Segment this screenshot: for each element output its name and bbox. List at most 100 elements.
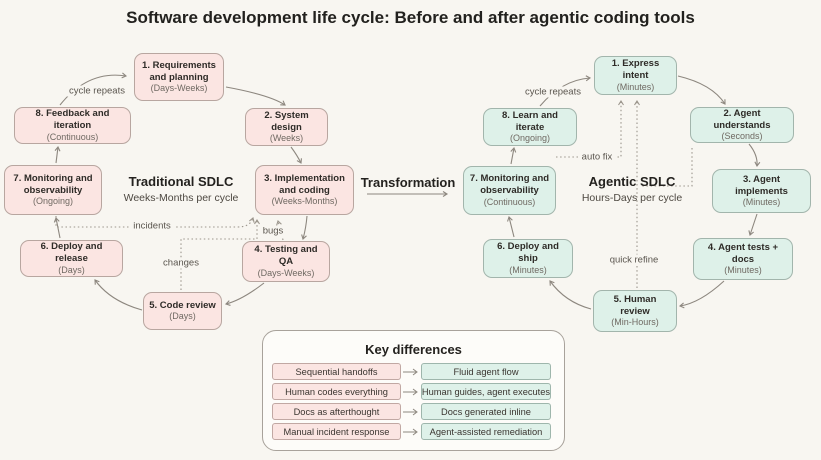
arrow-trad-3-to-4	[301, 215, 308, 241]
cycle-name: Agentic SDLC	[588, 174, 676, 189]
label-cycle-repeats-traditional: cycle repeats	[66, 85, 128, 97]
node-trad-testing: 4. Testing and QA (Days-Weeks)	[242, 241, 330, 282]
key-differences-title: Key differences	[365, 342, 462, 357]
step-title: 5. Human review	[613, 293, 657, 317]
page-title: Software development life cycle: Before …	[126, 8, 695, 27]
after-chip: Fluid agent flow	[421, 363, 551, 380]
step-title: 3. Agent implements	[735, 173, 788, 197]
node-trad-code-review: 5. Code review (Days)	[143, 292, 222, 330]
arrow-trad-2-to-3	[290, 146, 302, 164]
step-duration: (Minutes)	[616, 81, 655, 92]
node-trad-deploy: 6. Deploy and release (Days)	[20, 240, 123, 277]
arrow-trad-1-to-2	[225, 86, 286, 106]
step-duration: (Ongoing)	[509, 133, 551, 144]
cycle-name: Traditional SDLC	[128, 174, 234, 189]
step-duration: (Minutes)	[724, 265, 762, 276]
key-difference-row: Docs as afterthought Docs generated inli…	[272, 403, 551, 420]
arrow-trad-5-to-6	[94, 279, 143, 311]
step-title: 1. Express intent	[611, 58, 660, 82]
step-title: 1. Requirements and planning	[142, 59, 216, 83]
arrow-agent-5-to-6	[549, 280, 592, 310]
arrow-trad-6-to-7	[53, 216, 61, 239]
step-duration: (Days-Weeks)	[257, 267, 315, 278]
arrow-right-icon	[401, 387, 421, 397]
node-agent-express-intent: 1. Express intent (Minutes)	[594, 56, 677, 95]
after-chip: Agent-assisted remediation	[421, 423, 551, 440]
arrow-agent-1-to-2	[677, 75, 726, 105]
after-chip: Human guides, agent executes	[421, 383, 551, 400]
transformation-label: Transformation	[360, 175, 456, 190]
arrow-agent-8-to-1	[539, 75, 592, 107]
key-difference-row: Sequential handoffs Fluid agent flow	[272, 363, 551, 380]
node-agent-tests-docs: 4. Agent tests + docs (Minutes)	[693, 238, 793, 280]
cycle-cadence: Weeks-Months per cycle	[123, 192, 239, 204]
arrow-agent-3-to-4	[748, 213, 758, 236]
step-duration: (Days)	[58, 264, 85, 275]
node-agent-human-review: 5. Human review (Min-Hours)	[593, 290, 677, 332]
node-agent-implements: 3. Agent implements (Minutes)	[712, 169, 811, 213]
step-duration: (Minutes)	[742, 197, 781, 208]
arrow-trad-4-to-5	[224, 282, 265, 306]
key-difference-row: Manual incident response Agent-assisted …	[272, 423, 551, 440]
step-title: 2. Agent understands	[713, 107, 771, 131]
traditional-sdlc-label: Traditional SDLC Weeks-Months per cycle	[101, 174, 261, 204]
step-title: 6. Deploy and release	[40, 241, 103, 265]
agentic-sdlc-label: Agentic SDLC Hours-Days per cycle	[552, 174, 712, 204]
arrow-agent-4-to-5	[678, 280, 725, 309]
step-duration: (Ongoing)	[32, 196, 74, 207]
dotted-auto-fix-loop	[556, 99, 624, 158]
label-bugs: bugs	[259, 225, 287, 237]
step-title: 3. Implementation and coding	[264, 172, 345, 196]
before-chip: Docs as afterthought	[272, 403, 401, 420]
arrow-right-icon	[401, 367, 421, 377]
step-title: 4. Agent tests + docs	[707, 241, 779, 265]
step-title: 6. Deploy and ship	[497, 241, 559, 265]
key-difference-row: Human codes everything Human guides, age…	[272, 383, 551, 400]
step-duration: (Min-Hours)	[611, 317, 659, 328]
label-auto-fix: auto fix	[578, 151, 616, 163]
label-changes: changes	[160, 257, 202, 269]
step-title: 8. Learn and iterate	[502, 109, 558, 133]
before-chip: Human codes everything	[272, 383, 401, 400]
arrow-right-icon	[401, 427, 421, 437]
node-trad-system-design: 2. System design (Weeks)	[245, 108, 328, 146]
step-title: 4. Testing and QA	[254, 244, 318, 268]
node-agent-understands: 2. Agent understands (Seconds)	[690, 107, 794, 143]
step-duration: (Days-Weeks)	[150, 83, 208, 94]
key-differences-rows: Sequential handoffs Fluid agent flow Hum…	[272, 363, 551, 443]
cycle-cadence: Hours-Days per cycle	[581, 192, 683, 204]
step-title: 7. Monitoring and observability	[469, 173, 550, 197]
arrow-agent-7-to-8	[510, 146, 517, 165]
dotted-agent-side-loop	[641, 148, 693, 187]
node-trad-monitoring: 7. Monitoring and observability (Ongoing…	[4, 165, 102, 215]
label-quick-refine: quick refine	[606, 254, 662, 266]
label-incidents: incidents	[130, 220, 174, 232]
step-duration: (Continuous)	[46, 131, 99, 142]
after-chip: Docs generated inline	[421, 403, 551, 420]
step-title: 2. System design	[264, 109, 309, 133]
step-duration: (Minutes)	[509, 264, 547, 275]
step-title: 7. Monitoring and observability	[13, 172, 93, 196]
key-differences-panel: Key differences Sequential handoffs Flui…	[262, 330, 565, 451]
node-agent-learn-iterate: 8. Learn and iterate (Ongoing)	[483, 108, 577, 146]
before-chip: Sequential handoffs	[272, 363, 401, 380]
before-chip: Manual incident response	[272, 423, 401, 440]
step-duration: (Seconds)	[721, 131, 763, 142]
arrow-agent-2-to-3	[748, 143, 761, 168]
node-trad-feedback: 8. Feedback and iteration (Continuous)	[14, 107, 131, 144]
arrow-agent-6-to-7	[507, 215, 515, 238]
node-agent-deploy-ship: 6. Deploy and ship (Minutes)	[483, 239, 573, 278]
step-title: 8. Feedback and iteration	[35, 108, 110, 132]
step-duration: (Weeks-Months)	[271, 196, 338, 207]
step-title: 5. Code review	[149, 299, 216, 311]
step-duration: (Weeks)	[269, 133, 304, 144]
node-trad-requirements: 1. Requirements and planning (Days-Weeks…	[134, 53, 224, 101]
dotted-incidents-loop	[55, 216, 255, 228]
arrow-trad-8-to-1	[59, 72, 128, 106]
arrow-trad-7-to-8	[54, 145, 61, 164]
step-duration: (Continuous)	[483, 196, 536, 207]
node-agent-monitoring: 7. Monitoring and observability (Continu…	[463, 166, 556, 215]
arrow-right-icon	[401, 407, 421, 417]
